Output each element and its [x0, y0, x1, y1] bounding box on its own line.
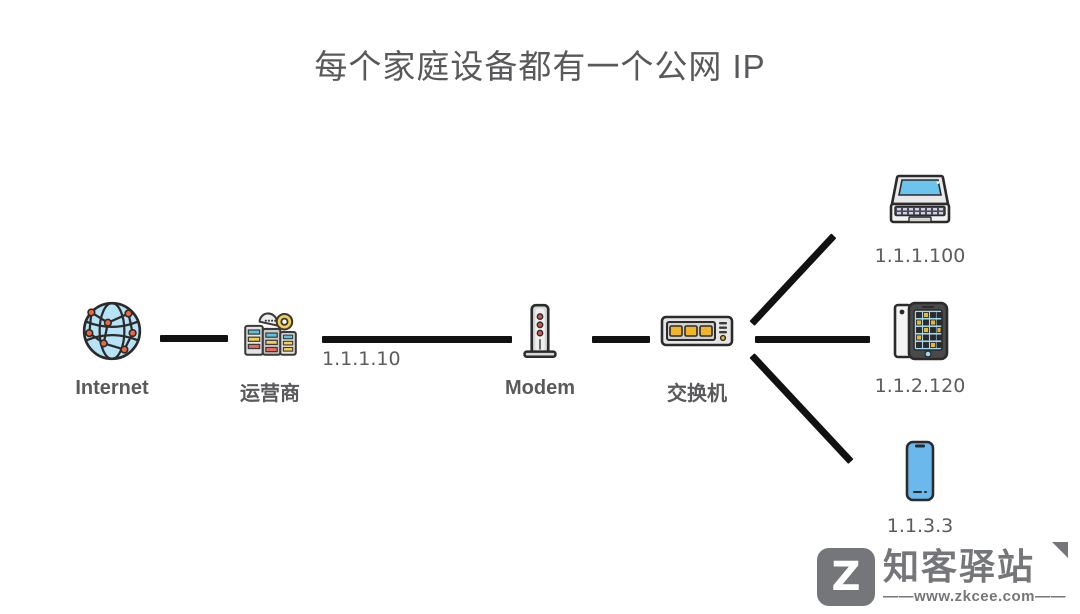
node-internet[interactable]: Internet — [37, 295, 187, 400]
network-switch-icon — [622, 295, 772, 367]
link-internet-isp — [160, 335, 228, 342]
watermark-badge: Z — [817, 548, 875, 606]
node-modem[interactable]: Modem — [465, 295, 615, 400]
node-isp[interactable]: 运营商 — [195, 295, 345, 406]
device-laptop-ip: 1.1.1.100 — [874, 245, 966, 267]
link-isp-modem — [322, 336, 512, 343]
link-switch-deskphone — [755, 336, 870, 343]
device-desk-phone[interactable]: 1.1.2.120 — [845, 295, 995, 397]
smartphone-icon — [845, 435, 995, 507]
watermark-badge-letter: Z — [831, 554, 861, 600]
globe-network-icon — [37, 295, 187, 367]
link-isp-modem-ip: 1.1.1.10 — [322, 348, 401, 370]
watermark-corner-icon — [1052, 542, 1068, 558]
node-switch-label: 交换机 — [667, 383, 727, 405]
laptop-icon — [845, 165, 995, 237]
watermark-url: ——www.zkcee.com—— — [883, 587, 1066, 605]
link-modem-switch — [592, 336, 650, 343]
watermark: Z 知客驿站 ——www.zkcee.com—— — [817, 542, 1068, 606]
page-title: 每个家庭设备都有一个公网 IP — [314, 48, 766, 85]
node-switch[interactable]: 交换机 — [622, 295, 772, 406]
node-isp-label: 运营商 — [240, 383, 300, 405]
desk-phone-icon — [845, 295, 995, 367]
server-cloud-icon — [195, 295, 345, 367]
watermark-brand: 知客驿站 — [883, 546, 1036, 587]
node-internet-label: Internet — [75, 377, 149, 399]
watermark-text-group: 知客驿站 ——www.zkcee.com—— — [883, 548, 1066, 605]
device-smartphone[interactable]: 1.1.3.3 — [845, 435, 995, 537]
modem-tower-icon — [465, 295, 615, 367]
device-smartphone-ip: 1.1.3.3 — [886, 515, 954, 537]
device-laptop[interactable]: 1.1.1.100 — [845, 165, 995, 267]
device-desk-phone-ip: 1.1.2.120 — [874, 375, 966, 397]
node-modem-label: Modem — [505, 377, 575, 399]
